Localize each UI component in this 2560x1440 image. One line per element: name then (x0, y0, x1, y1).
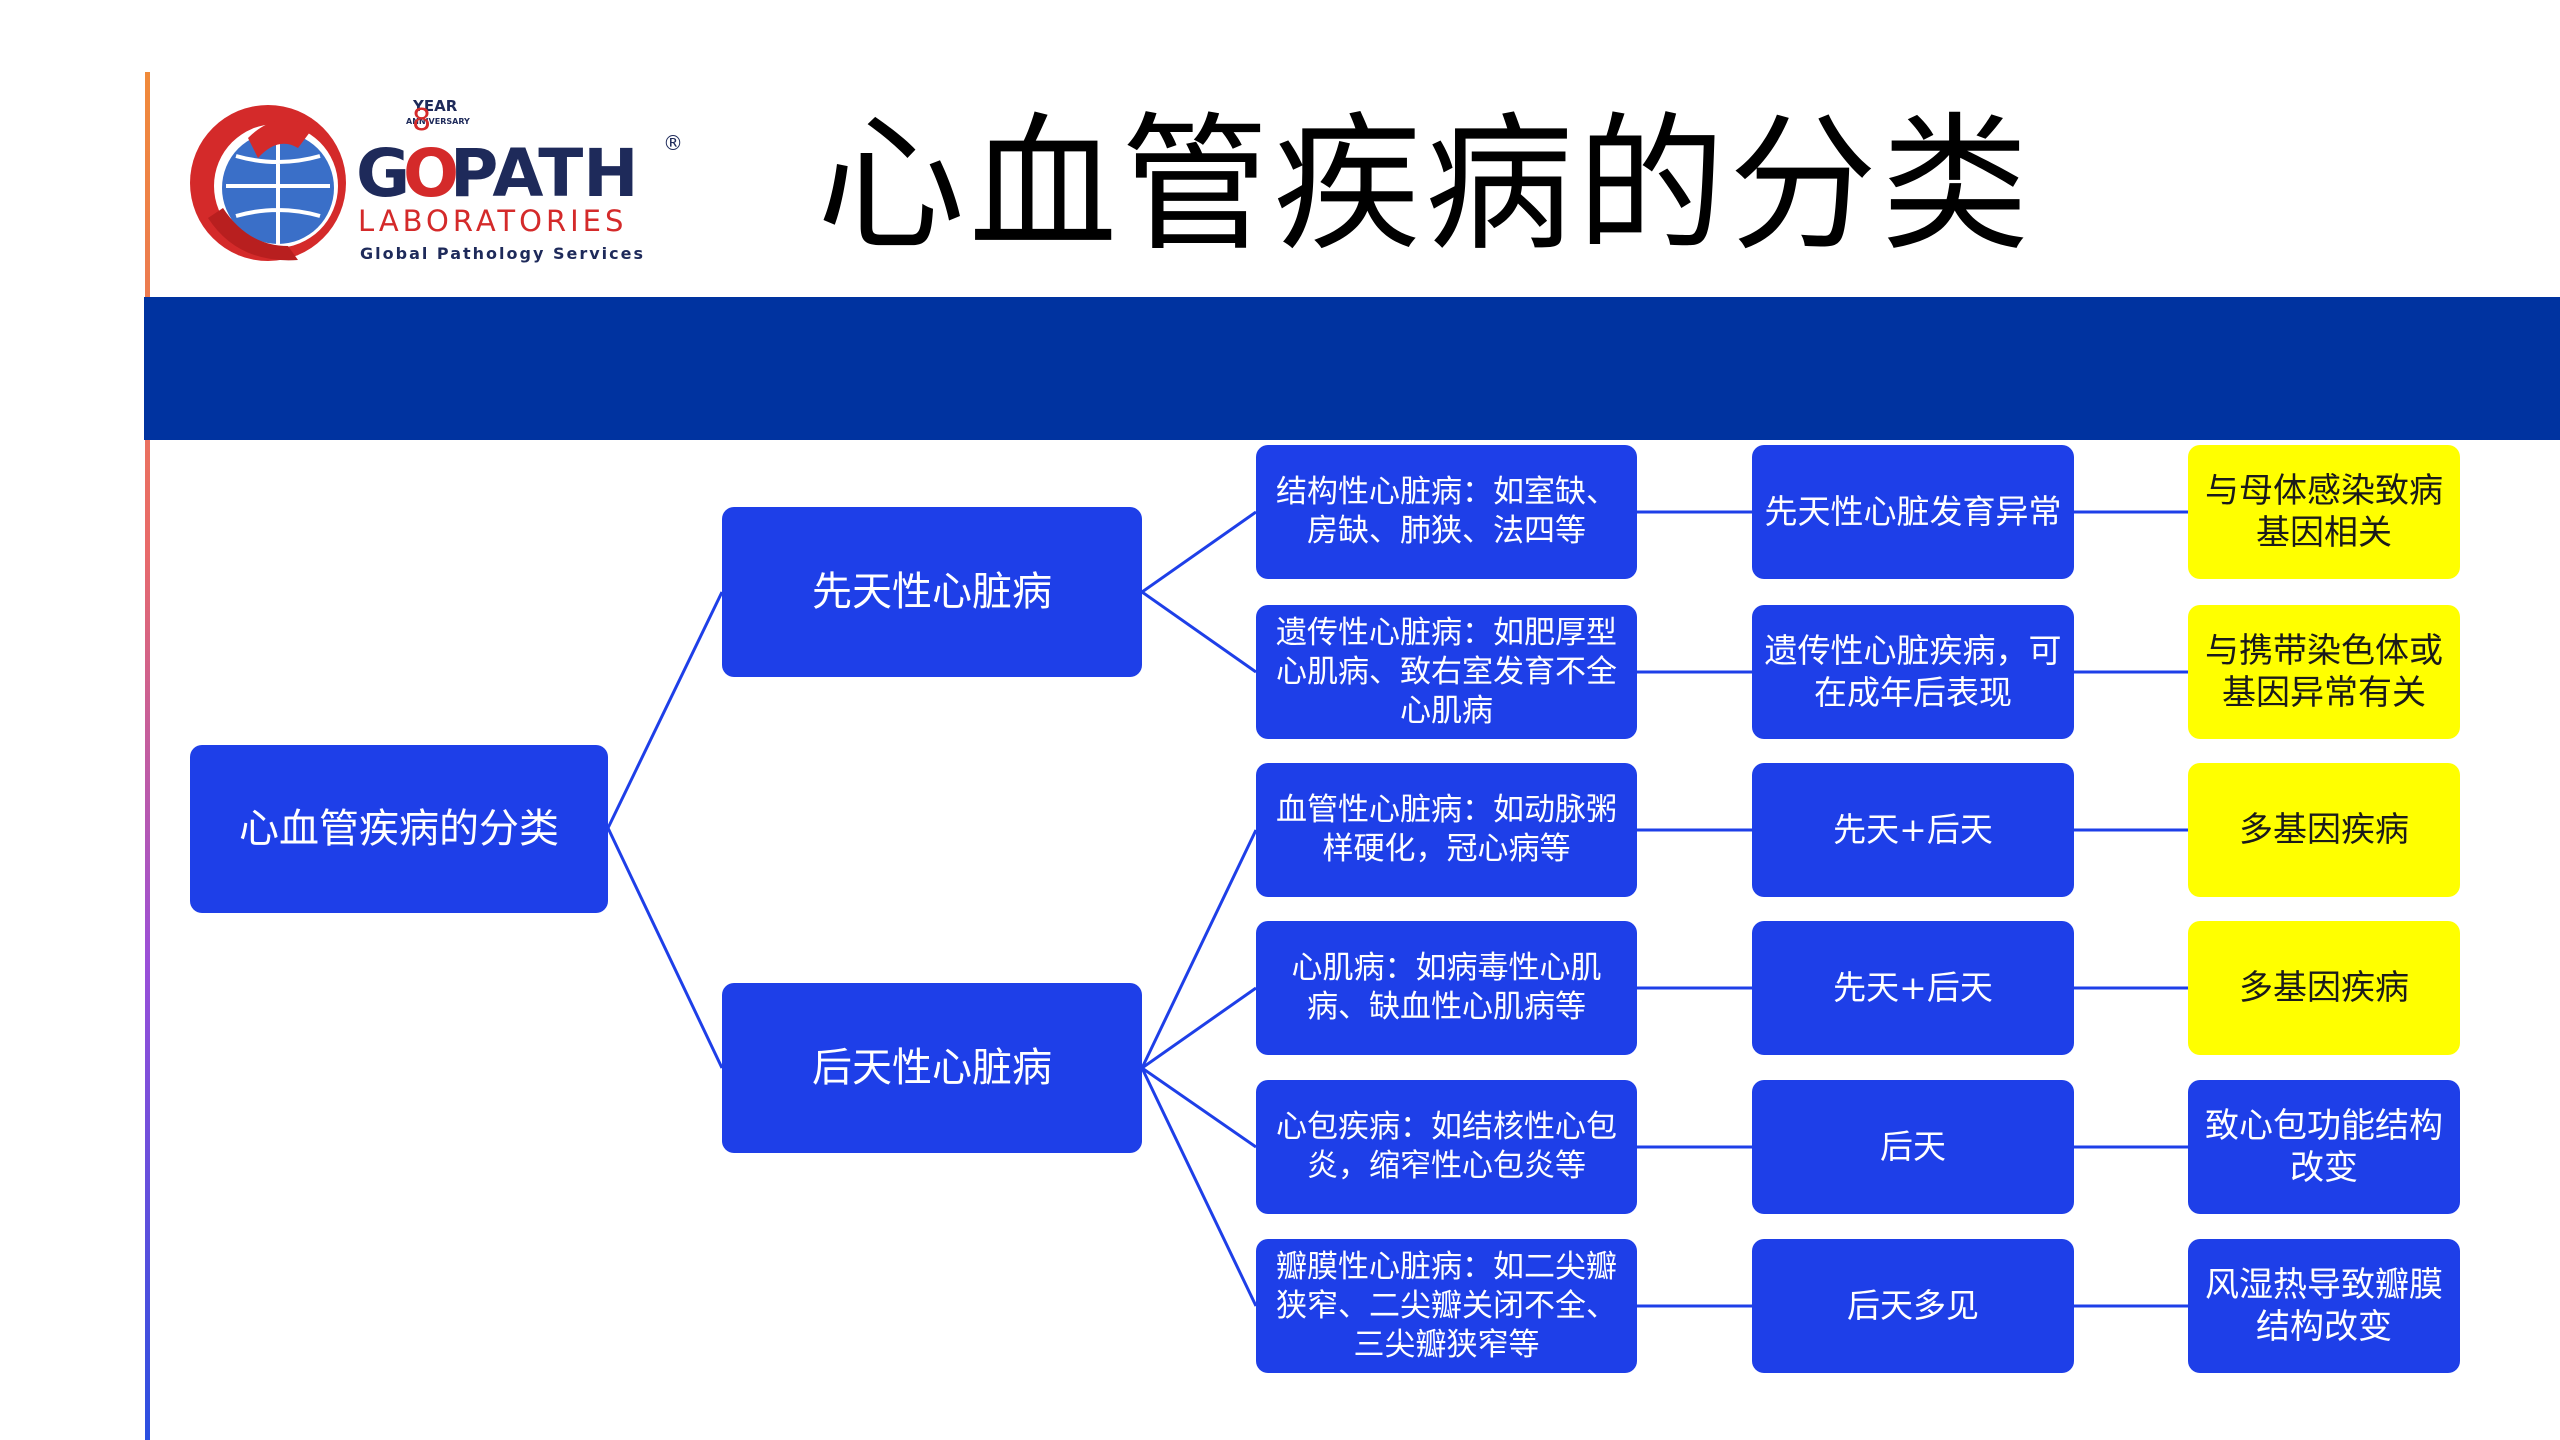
connector-branch-1-row-4 (1141, 1066, 1257, 1149)
connector-branch-0-row-1 (1141, 590, 1257, 674)
cause-node: 致心包功能结构改变 (2188, 1080, 2460, 1214)
title-band (144, 297, 2560, 440)
svg-text:O: O (403, 135, 459, 212)
disease-type-label: 结构性心脏病：如室缺、房缺、肺狭、法四等 (1276, 474, 1617, 549)
disease-type-node: 血管性心脏病：如动脉粥样硬化，冠心病等 (1256, 763, 1637, 897)
disease-type-node: 遗传性心脏病：如肥厚型心肌病、致右室发育不全心肌病 (1256, 605, 1637, 739)
cause-label: 多基因疾病 (2239, 810, 2409, 850)
disease-type-node: 结构性心脏病：如室缺、房缺、肺狭、法四等 (1256, 445, 1637, 579)
origin-node: 先天性心脏发育异常 (1752, 445, 2074, 579)
origin-node: 先天+后天 (1752, 921, 2074, 1055)
origin-node: 后天 (1752, 1080, 2074, 1214)
origin-node: 先天+后天 (1752, 763, 2074, 897)
disease-type-label: 瓣膜性心脏病：如二尖瓣狭窄、二尖瓣关闭不全、三尖瓣狭窄等 (1276, 1248, 1617, 1363)
left-accent-line (145, 72, 150, 1440)
disease-type-label: 心肌病：如病毒性心肌病、缺血性心肌病等 (1291, 950, 1602, 1025)
connector-root-branch-1 (606, 827, 724, 1069)
connector-branch-1-row-3 (1141, 986, 1257, 1070)
origin-node: 后天多见 (1752, 1239, 2074, 1373)
branch-node-label: 后天性心脏病 (812, 1045, 1052, 1091)
cause-node-highlighted: 与携带染色体或基因异常有关 (2188, 605, 2460, 739)
cause-label: 与母体感染致病基因相关 (2205, 471, 2443, 553)
branch-node-congenital: 先天性心脏病 (722, 507, 1142, 677)
page-title: 心血管疾病的分类 (817, 99, 2033, 271)
origin-label: 先天性心脏发育异常 (1764, 492, 2062, 531)
disease-type-node: 心肌病：如病毒性心肌病、缺血性心肌病等 (1256, 921, 1637, 1055)
disease-type-label: 心包疾病：如结核性心包炎，缩窄性心包炎等 (1276, 1109, 1617, 1184)
cause-label: 多基因疾病 (2239, 968, 2409, 1008)
root-node-label: 心血管疾病的分类 (239, 806, 559, 852)
connector-branch-1-row-5 (1140, 1067, 1258, 1307)
origin-label: 先天+后天 (1833, 968, 1993, 1007)
cause-node: 风湿热导致瓣膜结构改变 (2188, 1239, 2460, 1373)
svg-text:YEAR: YEAR (412, 97, 458, 115)
svg-text:ANNIVERSARY: ANNIVERSARY (406, 117, 470, 126)
disease-type-node: 心包疾病：如结核性心包炎，缩窄性心包炎等 (1256, 1080, 1637, 1214)
svg-text:Global Pathology Services: Global Pathology Services (360, 244, 645, 263)
cause-node-highlighted: 与母体感染致病基因相关 (2188, 445, 2460, 579)
svg-text:®: ® (663, 131, 683, 155)
svg-text:LABORATORIES: LABORATORIES (358, 204, 627, 238)
branch-node-label: 先天性心脏病 (812, 569, 1052, 615)
branch-node-acquired: 后天性心脏病 (722, 983, 1142, 1153)
origin-label: 先天+后天 (1833, 810, 1993, 849)
cause-node-highlighted: 多基因疾病 (2188, 763, 2460, 897)
connector-branch-0-row-0 (1141, 510, 1257, 594)
connector-root-branch-0 (606, 591, 724, 829)
origin-label: 后天 (1880, 1127, 1946, 1166)
origin-label: 遗传性心脏疾病，可在成年后表现 (1764, 631, 2062, 712)
gopath-logo: YEAR ANNIVERSARY 8 G O PATH ® LABORATORI… (190, 97, 683, 263)
cause-label: 与携带染色体或基因异常有关 (2205, 631, 2443, 713)
origin-label: 后天多见 (1847, 1286, 1979, 1325)
cause-label: 风湿热导致瓣膜结构改变 (2205, 1265, 2443, 1347)
svg-text:8: 8 (412, 103, 431, 138)
disease-type-label: 遗传性心脏病：如肥厚型心肌病、致右室发育不全心肌病 (1276, 614, 1617, 729)
disease-type-node: 瓣膜性心脏病：如二尖瓣狭窄、二尖瓣关闭不全、三尖瓣狭窄等 (1256, 1239, 1637, 1373)
svg-text:PATH: PATH (450, 135, 639, 212)
origin-node: 遗传性心脏疾病，可在成年后表现 (1752, 605, 2074, 739)
svg-text:G: G (356, 135, 410, 212)
cause-node-highlighted: 多基因疾病 (2188, 921, 2460, 1055)
disease-type-label: 血管性心脏病：如动脉粥样硬化，冠心病等 (1276, 792, 1617, 867)
root-node: 心血管疾病的分类 (190, 745, 608, 913)
connector-branch-1-row-2 (1140, 829, 1258, 1069)
cause-label: 致心包功能结构改变 (2205, 1106, 2443, 1188)
